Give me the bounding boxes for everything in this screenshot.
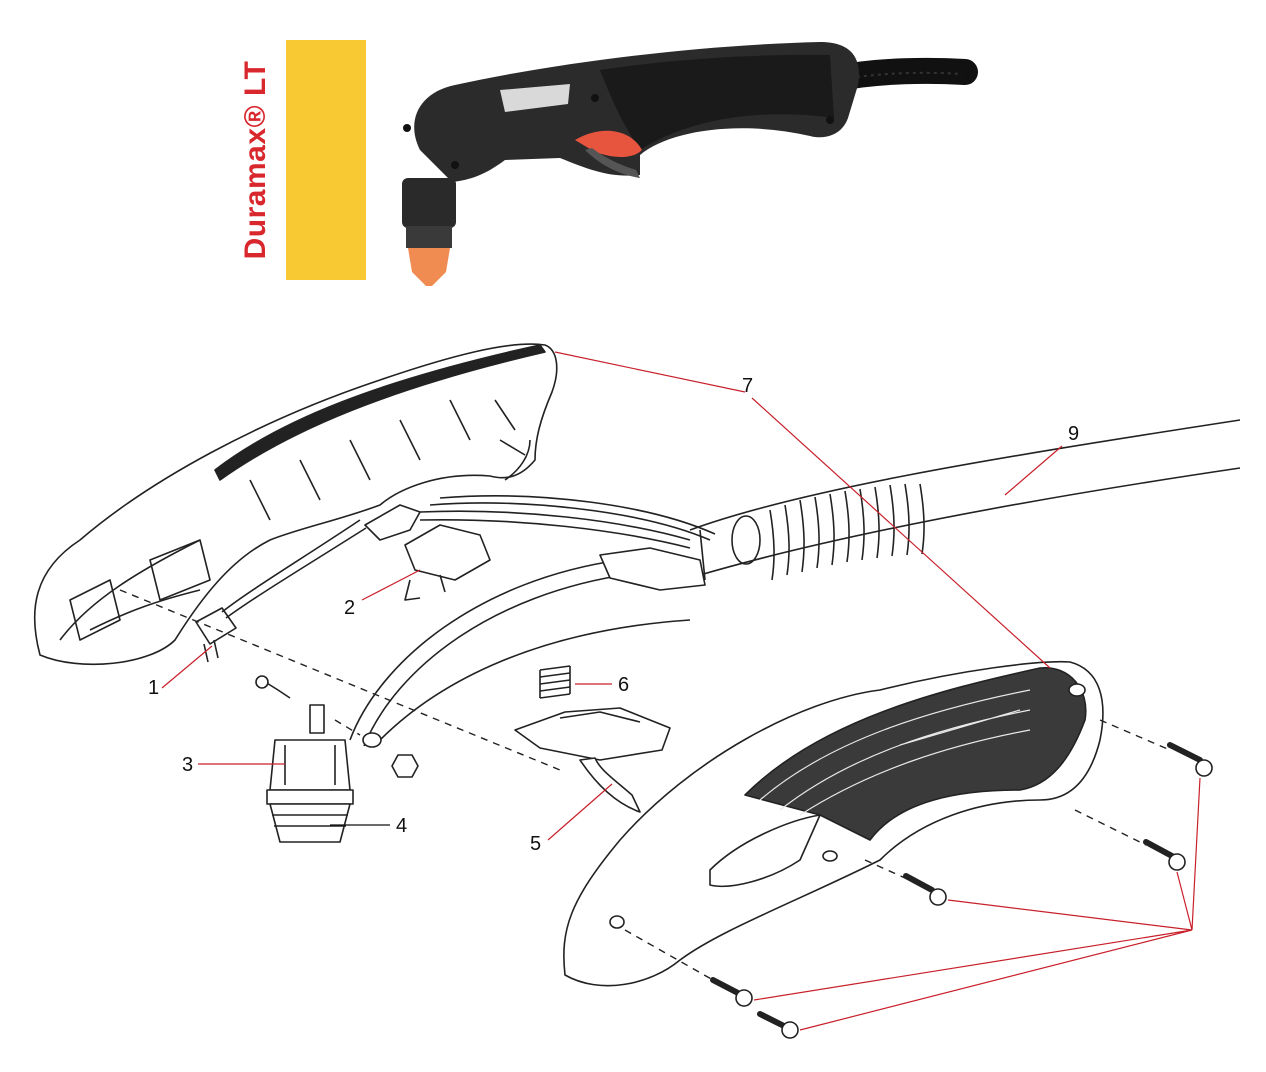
torch-head-part-3 [266, 704, 354, 805]
callout-9: 9 [1068, 423, 1079, 445]
handle-screws [710, 742, 1213, 1039]
torch-leads [349, 547, 706, 747]
spring-part-6 [539, 665, 571, 699]
switch-part-2 [364, 504, 691, 601]
brand-color-bar [286, 40, 366, 280]
ring-terminal [362, 732, 382, 748]
callout-2: 2 [344, 597, 355, 619]
callout-7: 7 [742, 375, 753, 397]
leader-screws [753, 777, 1201, 1031]
leader-5 [547, 783, 613, 841]
trigger-part-5 [514, 707, 671, 813]
leader-lines [161, 351, 1201, 1031]
switch-part-1 [195, 519, 367, 663]
callout-1: 1 [148, 677, 159, 699]
torch-head-part-4 [269, 803, 351, 843]
exploded-view [33, 343, 1241, 1039]
leader-1 [161, 645, 213, 689]
nut [391, 754, 419, 778]
wire-bundle [429, 495, 716, 541]
leader-7a [554, 351, 746, 393]
callout-6: 6 [618, 674, 629, 696]
callout-labels: 1 2 3 4 5 6 7 9 [148, 375, 1079, 855]
torch-head-photo [402, 178, 456, 228]
leader-7b [751, 397, 1051, 669]
callout-3: 3 [182, 754, 193, 776]
callout-4: 4 [396, 815, 407, 837]
leader-9 [1004, 445, 1063, 496]
leader-2 [361, 569, 421, 601]
torch-label-plate [500, 84, 570, 112]
strain-relief-spring [769, 483, 925, 581]
assembly-dashes [119, 589, 1171, 981]
trigger-photo [575, 130, 642, 157]
torch-photo [402, 42, 978, 286]
cable-part-9 [689, 419, 1241, 581]
right-handle-shell [563, 660, 1104, 987]
left-handle-shell [33, 343, 558, 666]
nozzle-photo [408, 248, 450, 286]
callout-5: 5 [530, 833, 541, 855]
